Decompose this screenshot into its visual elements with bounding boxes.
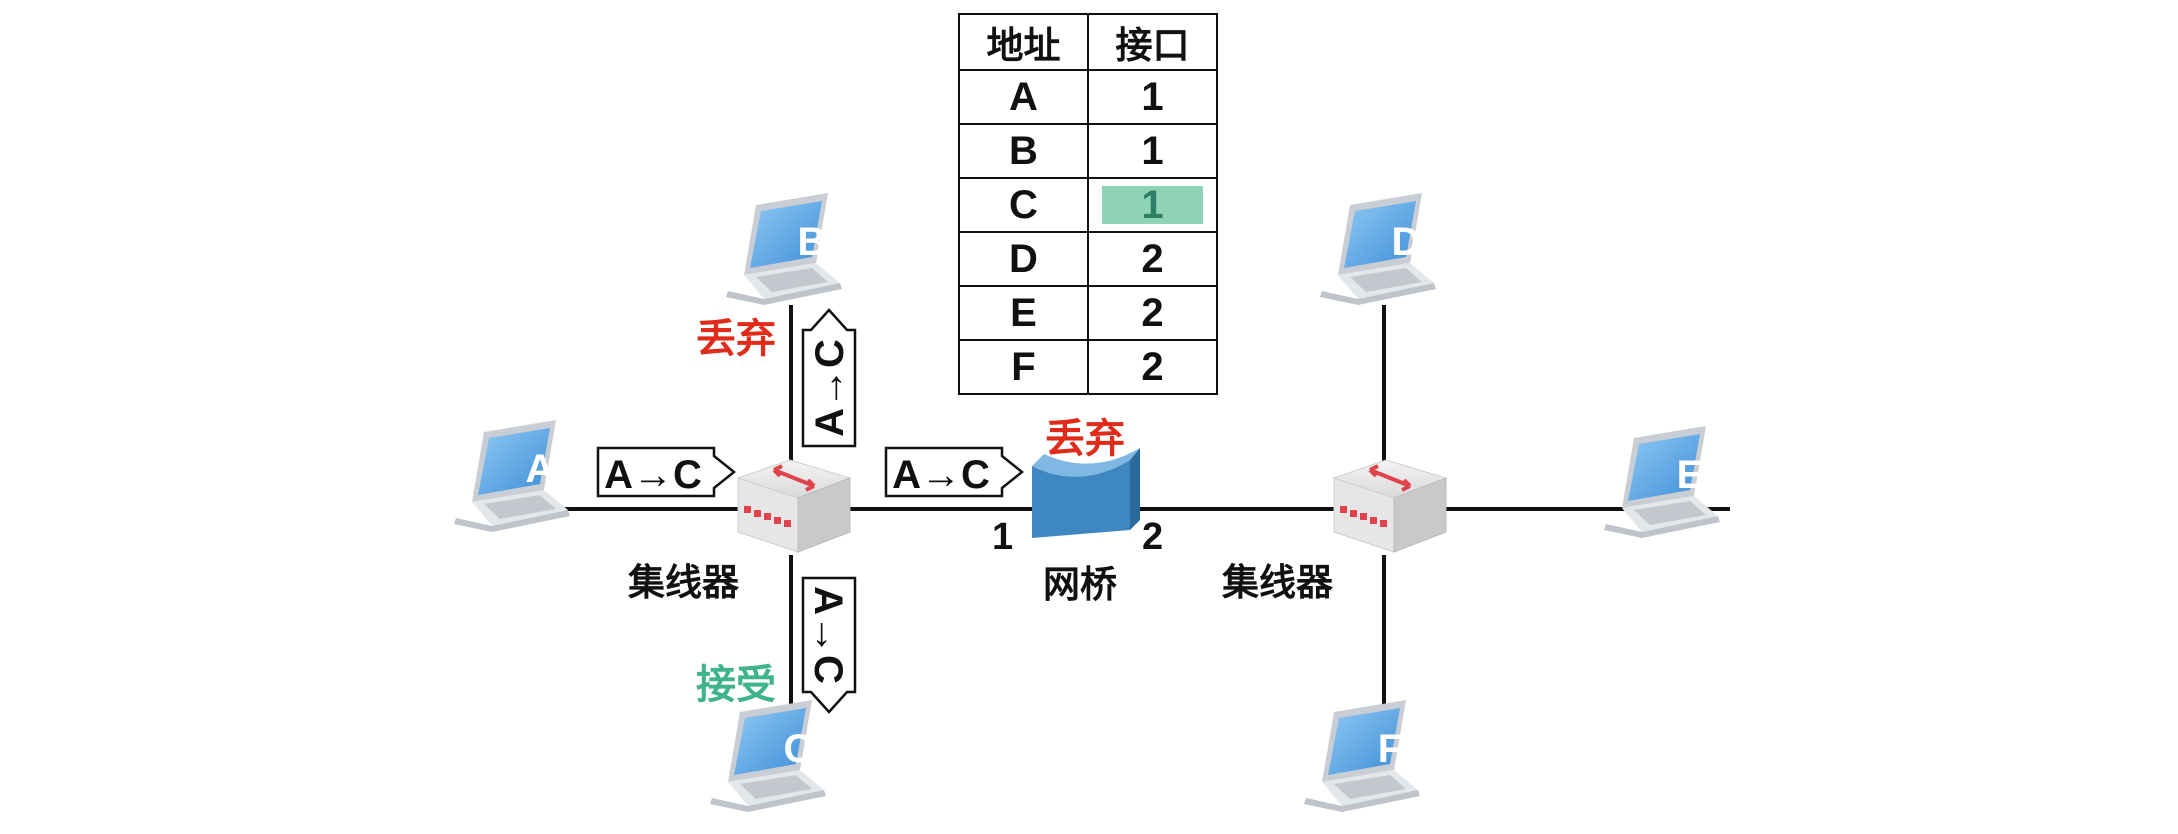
table-row: B 1 [958, 123, 1218, 179]
frame-label: A→C [604, 453, 702, 497]
table-header-row: 地址 接口 [958, 13, 1218, 71]
host-c: C [710, 700, 826, 812]
address-cell: A [958, 69, 1089, 125]
port-cell: 2 [1087, 285, 1218, 341]
port-cell: 1 [1087, 123, 1218, 179]
frame-label: A→C [806, 586, 850, 684]
right-hub-icon [1332, 458, 1448, 554]
mac-address-table: 地址 接口 A 1 B 1 C 1 D 2 E 2 F 2 [958, 13, 1218, 395]
address-cell: B [958, 123, 1089, 179]
frame-label: A→C [808, 339, 852, 437]
left-hub-icon [736, 458, 852, 554]
host-label: C [784, 727, 813, 771]
host-f: F [1304, 700, 1420, 812]
host-label: A [526, 447, 555, 491]
host-label: B [798, 220, 827, 264]
frame-packet-b: A→C [801, 308, 857, 448]
column-header-address: 地址 [958, 13, 1089, 71]
bridge-port-1-label: 1 [992, 516, 1014, 558]
column-header-port: 接口 [1087, 13, 1218, 71]
drop-label-bridge: 丢弃 [1045, 416, 1125, 462]
table-row: C 1 [958, 177, 1218, 233]
host-label: F [1378, 727, 1402, 771]
left-hub-label: 集线器 [628, 561, 739, 604]
frame-packet-bridge: A→C [884, 446, 1025, 498]
drop-label-host-b: 丢弃 [696, 316, 776, 362]
host-label: E [1677, 453, 1704, 497]
host-d: D [1320, 193, 1436, 305]
host-a: A [454, 420, 570, 532]
port-cell: 1 [1087, 69, 1218, 125]
host-e: E [1604, 426, 1720, 538]
address-cell: D [958, 231, 1089, 287]
host-label: D [1392, 220, 1421, 264]
accept-label-host-c: 接受 [696, 662, 776, 708]
address-cell: F [958, 339, 1089, 395]
port-cell: 2 [1087, 231, 1218, 287]
table-row: A 1 [958, 69, 1218, 125]
frame-label: A→C [892, 453, 990, 497]
port-cell: 2 [1087, 339, 1218, 395]
match-highlight [1102, 186, 1203, 224]
host-b: B [726, 193, 842, 305]
port-value: 1 [1141, 182, 1164, 227]
address-cell: C [958, 177, 1089, 233]
bridge-label: 网桥 [1043, 563, 1117, 606]
laptop-icon [1304, 700, 1420, 812]
right-hub-label: 集线器 [1222, 561, 1333, 604]
bridge-icon [1032, 448, 1140, 538]
bridge-port-2-label: 2 [1142, 516, 1164, 558]
frame-packet-a: A→C [596, 446, 737, 498]
frame-packet-c: A→C [801, 576, 857, 714]
table-row: D 2 [958, 231, 1218, 287]
address-cell: E [958, 285, 1089, 341]
port-cell-highlighted: 1 [1087, 177, 1218, 233]
table-row: E 2 [958, 285, 1218, 341]
table-row: F 2 [958, 339, 1218, 395]
